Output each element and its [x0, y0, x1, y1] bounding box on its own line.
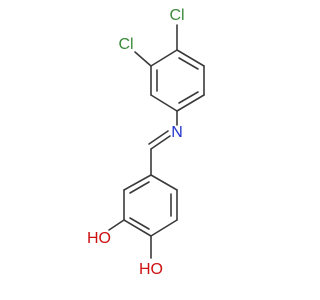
chlorine-label-top: Cl — [169, 7, 184, 24]
chlorine-label-left: Cl — [118, 36, 133, 53]
molecule-drawing: Cl Cl N HO HO — [87, 7, 205, 278]
bond — [123, 174, 152, 191]
bond — [150, 49, 178, 67]
bond — [150, 94, 178, 112]
bond-c-o-upper — [108, 219, 125, 231]
double-bond-inner — [178, 91, 199, 104]
bond — [150, 174, 178, 191]
structure-canvas: Cl Cl N HO HO — [87, 7, 205, 279]
bond — [176, 94, 205, 112]
double-bond-inner — [129, 217, 150, 230]
catechol-ring — [123, 174, 178, 237]
hydroxyl-label-upper: HO — [87, 230, 111, 247]
bond — [123, 219, 152, 237]
double-bond-inner — [178, 57, 199, 70]
bond — [150, 219, 178, 237]
hydroxyl-label-lower: HO — [139, 261, 163, 278]
bond-c-cl-left — [134, 51, 152, 67]
dichlorophenyl-ring — [150, 49, 205, 112]
nitrogen-label: N — [171, 124, 183, 141]
double-bond-imine — [148, 130, 169, 145]
bond-n-ch — [150, 135, 171, 150]
double-bond-inner — [129, 181, 150, 194]
bond — [176, 49, 205, 67]
